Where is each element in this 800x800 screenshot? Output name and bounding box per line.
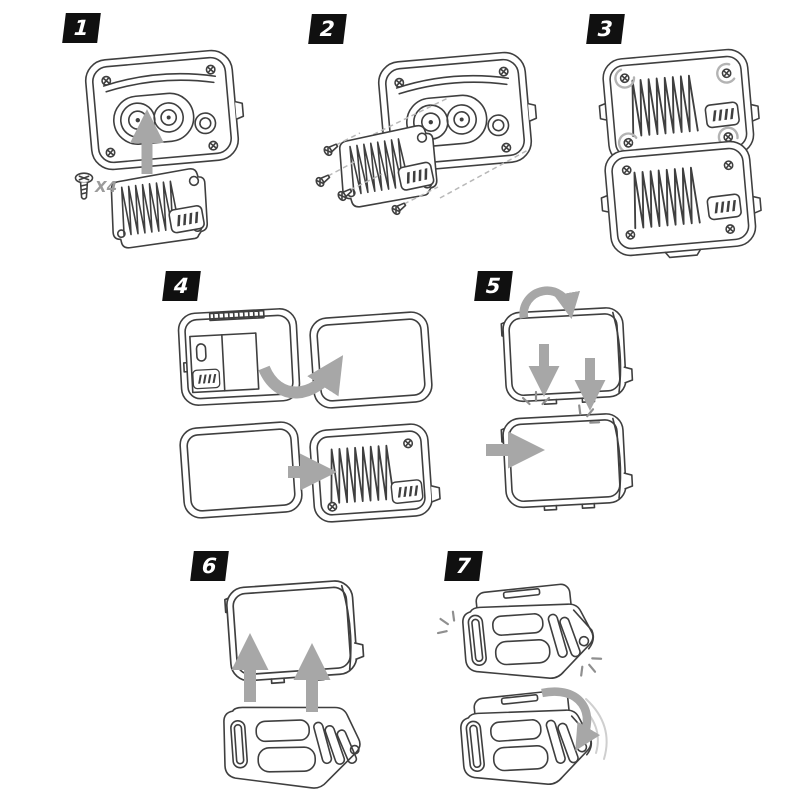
- rotate-arrow-icon: [541, 687, 601, 751]
- step-1-number: 1: [73, 15, 90, 40]
- dashed-guide-line: [327, 132, 439, 205]
- step-4-badge: 4: [162, 271, 201, 301]
- heatsink-module-illustration: [335, 124, 442, 209]
- heatsink-module-illustration: [107, 167, 212, 249]
- step-7-illustration: [431, 580, 608, 794]
- screw-count-label: X4: [94, 178, 117, 196]
- step-3-number: 3: [597, 16, 614, 41]
- rotate-arrow-icon: [519, 286, 581, 320]
- screw-icon: [321, 140, 341, 158]
- step-4-number: 4: [173, 273, 190, 298]
- mounted-lamp-illustration: [458, 580, 599, 688]
- closed-lamp-illustration: [499, 305, 635, 408]
- closed-lamp-illustration: [499, 411, 635, 514]
- assembled-back-module-illustration: [597, 139, 764, 263]
- rotate-arrow-icon: [258, 355, 344, 399]
- step-2-number: 2: [319, 16, 336, 41]
- step-4-illustration: [168, 298, 444, 528]
- step-3-badge: 3: [586, 14, 625, 44]
- open-back-module-illustration: [309, 422, 441, 523]
- step-1-badge: 1: [62, 13, 101, 43]
- step-7-number: 7: [455, 553, 472, 578]
- mount-bracket-illustration: [220, 698, 364, 795]
- back-cover-illustration: [308, 310, 434, 410]
- mounted-lamp-illustration: [456, 686, 597, 794]
- step-6-illustration: [220, 578, 366, 795]
- step-1-illustration: X4: [74, 42, 295, 258]
- step-3-illustration: [592, 42, 764, 256]
- click-mark-icon: [576, 653, 607, 682]
- back-cover-illustration: [178, 420, 304, 520]
- step-2-badge: 2: [308, 14, 347, 44]
- screw-icon: [74, 172, 94, 200]
- step-5-illustration: [486, 286, 635, 514]
- lamp-front-illustration: [84, 48, 247, 171]
- click-mark-icon: [431, 607, 459, 638]
- screw-icon: [389, 199, 409, 217]
- step-2-illustration: [313, 46, 544, 217]
